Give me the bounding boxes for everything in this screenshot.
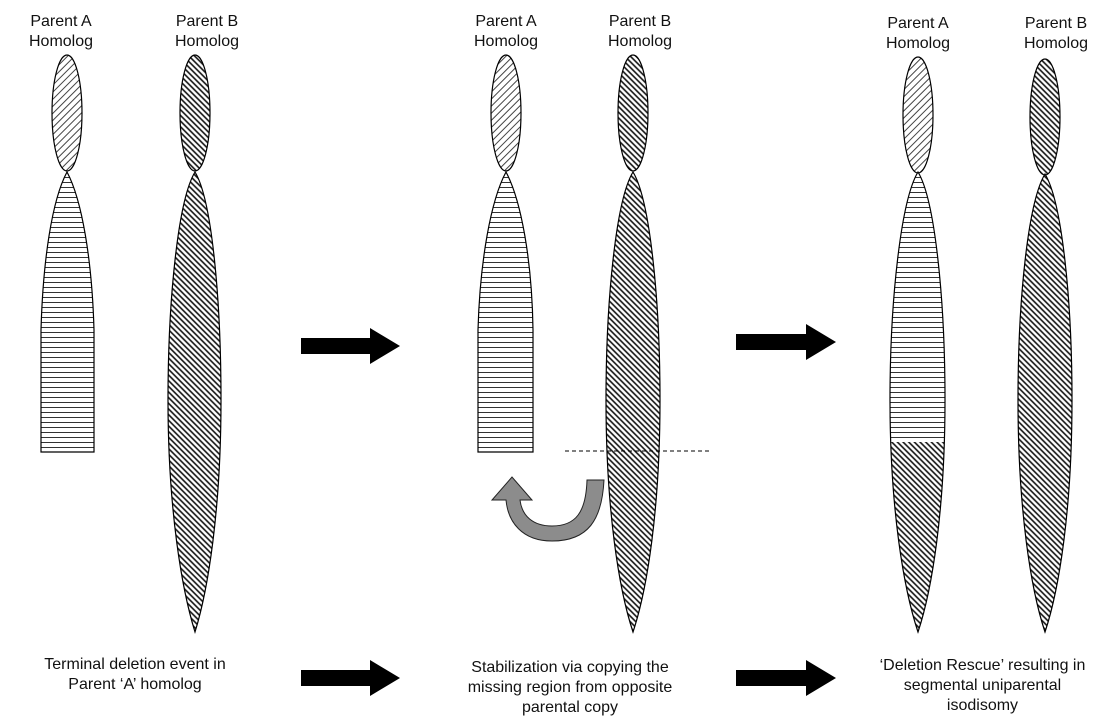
panel1-parent-a-chromosome	[41, 55, 94, 452]
panel2-parent-a-chromosome	[478, 55, 533, 452]
panel3-parent-b-short-arm	[1030, 59, 1060, 175]
panel1-parent-b-chromosome	[168, 55, 221, 632]
panel2-caption-line2: missing region from opposite	[440, 678, 700, 698]
panel1-parent-a-long-arm	[41, 172, 94, 452]
panel3-caption-line2: segmental uniparental	[855, 676, 1110, 696]
panel1-parent-b-long-arm	[168, 172, 221, 632]
panel3-caption-line1: ‘Deletion Rescue’ resulting in	[855, 656, 1110, 676]
panel2-parent-a-short-arm	[491, 55, 521, 171]
curved-copy-arrow-icon	[492, 477, 604, 541]
panel3-parent-b-long-arm	[1018, 174, 1072, 632]
panel3-parent-a-short-arm	[903, 57, 933, 173]
panel3-parent-a-chromosome	[890, 57, 945, 632]
arrow-panel2-to-panel3	[736, 324, 836, 360]
panel2-caption-line3: parental copy	[440, 698, 700, 718]
panel2-caption-line1: Stabilization via copying the	[440, 658, 700, 678]
panel2-parent-b-short-arm	[618, 55, 648, 171]
panel1-caption-line1: Terminal deletion event in	[20, 655, 250, 675]
panel2-parent-a-long-arm	[478, 172, 533, 452]
panel3-parent-b-chromosome	[1018, 59, 1072, 632]
panel1-parent-b-short-arm	[180, 55, 210, 171]
panel2-parent-b-chromosome	[606, 55, 660, 632]
panel1-caption-line2: Parent ‘A’ homolog	[20, 675, 250, 695]
arrow-panel1-to-panel2	[301, 328, 400, 364]
panel2-parent-b-long-arm	[606, 172, 660, 632]
panel2-caption: Stabilization via copying the missing re…	[440, 658, 700, 718]
panel3-caption: ‘Deletion Rescue’ resulting in segmental…	[855, 656, 1110, 716]
panel1-parent-a-short-arm	[52, 55, 82, 171]
caption-arrow-1	[301, 660, 400, 696]
caption-arrow-2	[736, 660, 836, 696]
panel3-parent-a-original-region	[890, 172, 945, 442]
panel1-caption: Terminal deletion event in Parent ‘A’ ho…	[20, 655, 250, 695]
panel3-caption-line3: isodisomy	[855, 696, 1110, 716]
